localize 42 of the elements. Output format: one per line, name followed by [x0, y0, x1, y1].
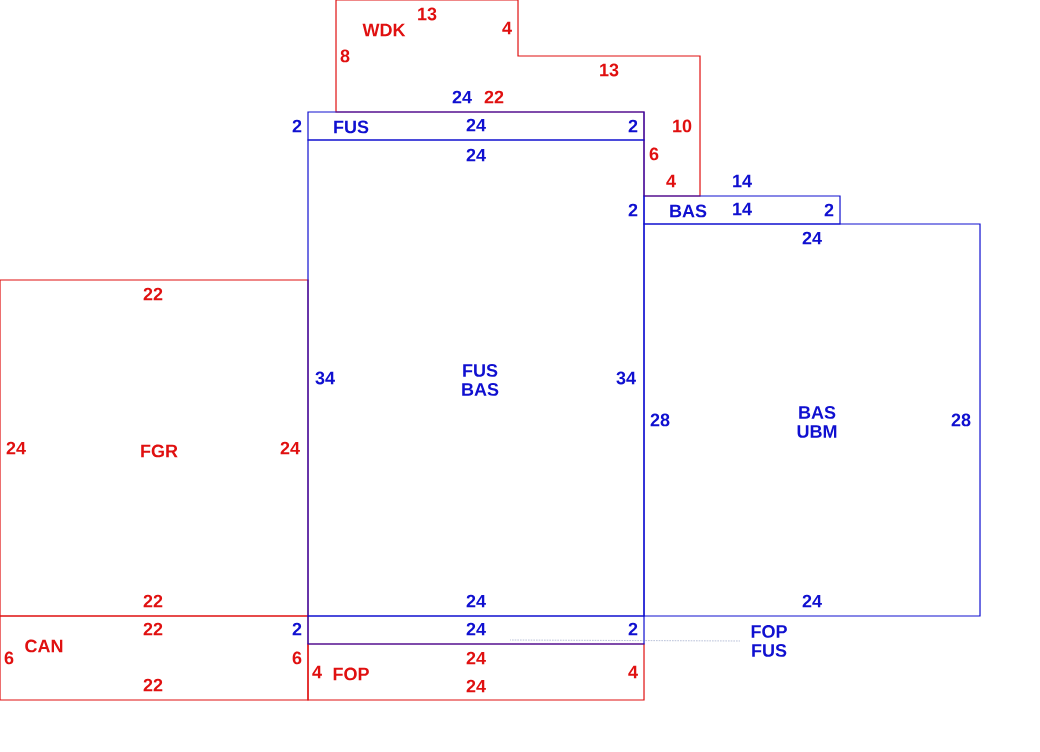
- dimension-label: 24: [801, 230, 823, 246]
- dimension-label: 22: [142, 621, 164, 637]
- dimension-label: 2: [291, 621, 303, 637]
- dimension-label: 2: [627, 621, 639, 637]
- dimension-label: 2: [627, 118, 639, 134]
- dimension-label: 22: [142, 677, 164, 693]
- dimension-label: 13: [598, 62, 620, 78]
- dimension-label: 24: [465, 650, 487, 666]
- dimension-label: 13: [416, 6, 438, 22]
- dimension-label: 28: [950, 412, 972, 428]
- area-label: FOP FUS: [751, 625, 787, 657]
- dimension-label: 4: [627, 664, 639, 680]
- dimension-label: 24: [465, 593, 487, 609]
- dimension-label: 34: [615, 370, 637, 386]
- dimension-label: 24: [279, 440, 301, 456]
- dimension-label: 24: [465, 621, 487, 637]
- dimension-label: 28: [649, 412, 671, 428]
- dimension-label: 24: [465, 147, 487, 163]
- dimension-label: 34: [314, 370, 336, 386]
- dimension-label: 24: [451, 89, 473, 105]
- dimension-label: 14: [731, 173, 753, 189]
- dimension-label: 2: [291, 118, 303, 134]
- dimension-label: 6: [291, 650, 303, 666]
- dimension-label: 24: [465, 678, 487, 694]
- dimension-label: 22: [142, 593, 164, 609]
- dimension-label: 10: [671, 118, 693, 134]
- dimension-label: 4: [501, 20, 513, 36]
- dimension-label: 4: [665, 173, 677, 189]
- dimension-label: 24: [465, 117, 487, 133]
- dimension-label: 6: [648, 146, 660, 162]
- dimension-label: 2: [823, 202, 835, 218]
- dimension-label: 24: [5, 440, 27, 456]
- dimension-label: 4: [311, 664, 323, 680]
- dimension-label: 8: [339, 48, 351, 64]
- dimension-label: 24: [801, 593, 823, 609]
- area-outline: [307, 615, 645, 645]
- dimension-label: 6: [3, 650, 15, 666]
- dimension-label: 22: [142, 286, 164, 302]
- dimension-label: 14: [731, 201, 753, 217]
- dimension-label: 22: [483, 89, 505, 105]
- dimension-label: 2: [627, 202, 639, 218]
- leader-line: [509, 639, 741, 642]
